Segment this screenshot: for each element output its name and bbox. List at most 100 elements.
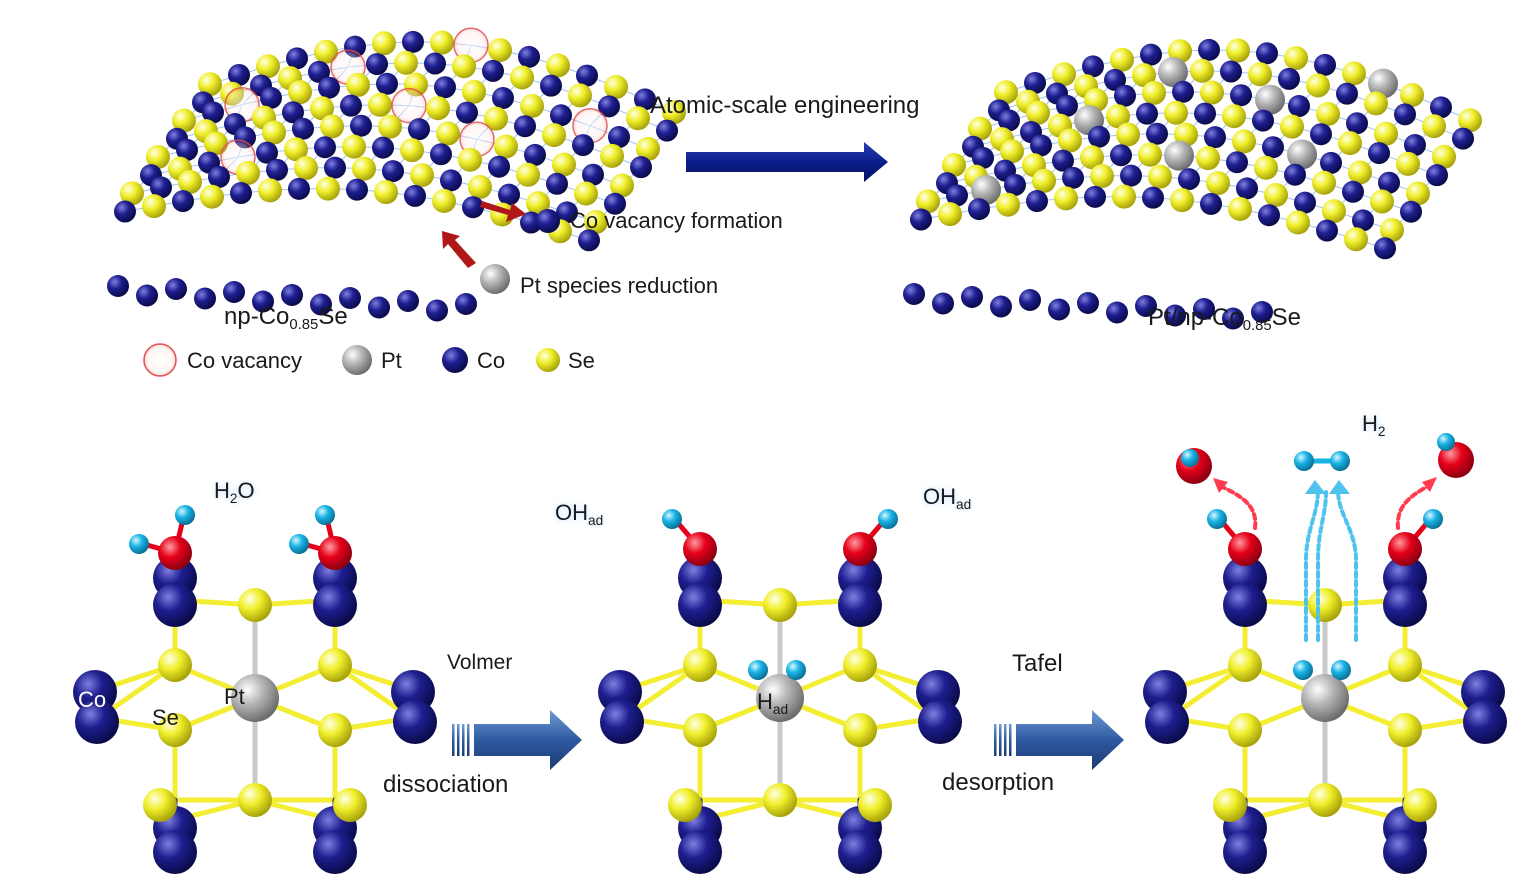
co-atom: [223, 281, 245, 303]
co-atom: [114, 201, 136, 223]
se-atom: [1348, 160, 1372, 184]
se-atom: [1213, 788, 1247, 822]
co-atom: [1258, 204, 1280, 226]
atom-label-pt: Pt: [224, 686, 245, 708]
h-atom: [1294, 451, 1314, 471]
se-atom: [1312, 171, 1336, 195]
right-material-label: Pt/np-Co0.85Se: [1148, 306, 1301, 334]
se-atom: [1286, 210, 1310, 234]
structure-panel: [1143, 433, 1507, 874]
co-atom: [1383, 583, 1427, 627]
legend-pt: Pt: [381, 350, 402, 372]
h-atom: [748, 660, 768, 680]
se-atom: [1388, 648, 1422, 682]
se-atom: [436, 121, 460, 145]
co-atom: [540, 75, 562, 97]
se-atom: [683, 713, 717, 747]
co-atom: [402, 31, 424, 53]
pt-atom: [1164, 141, 1194, 171]
co-atom: [292, 118, 314, 140]
co-atom: [313, 583, 357, 627]
se-atom: [1116, 122, 1140, 146]
se-atom: [142, 194, 166, 218]
se-atom: [552, 152, 576, 176]
co-atom: [1223, 830, 1267, 874]
se-atom: [1226, 39, 1250, 63]
right-material-prefix: Pt/np-Co: [1148, 304, 1243, 331]
se-atom: [1280, 115, 1304, 139]
co-atom: [1084, 186, 1106, 208]
co-atom: [1136, 103, 1158, 125]
co-atom: [630, 156, 652, 178]
co-atom: [153, 583, 197, 627]
h-atom: [129, 534, 149, 554]
h-atom: [289, 534, 309, 554]
step2-label-desorption: desorption: [942, 771, 1054, 795]
co-atom: [1368, 142, 1390, 164]
h-atom: [315, 505, 335, 525]
co-atom: [1194, 103, 1216, 125]
pt-np-co-se-lattice: [903, 39, 1482, 330]
had-main: H: [757, 689, 773, 714]
se-atom: [494, 134, 518, 158]
co-atom: [918, 700, 962, 744]
se-atom: [1032, 169, 1056, 193]
se-atom: [1322, 199, 1346, 223]
se-atom: [346, 73, 370, 97]
se-atom: [368, 93, 392, 117]
se-atom: [1248, 62, 1272, 86]
o-atom: [1388, 532, 1422, 566]
oh-left-sub: ad: [588, 513, 603, 528]
co-atom: [1310, 123, 1332, 145]
co-atom: [382, 160, 404, 182]
co-atom: [1146, 123, 1168, 145]
volmer-step-arrow: [452, 710, 582, 770]
h2-label: H2: [1362, 413, 1385, 438]
engineering-arrow: [686, 142, 888, 182]
co-atom: [230, 182, 252, 204]
se-atom: [1342, 61, 1366, 85]
se-atom: [238, 783, 272, 817]
se-atom: [333, 788, 367, 822]
left-material-sub: 0.85: [289, 317, 318, 333]
co-atom: [1294, 192, 1316, 214]
se-atom: [1054, 186, 1078, 210]
se-atom: [262, 120, 286, 144]
co-atom: [656, 120, 678, 142]
se-atom: [1142, 81, 1166, 105]
oh-ad-label-left: OHad: [555, 502, 603, 527]
co-atom: [1316, 220, 1338, 242]
se-atom: [488, 38, 512, 62]
co-atom: [1142, 187, 1164, 209]
se-atom: [1338, 131, 1362, 155]
pt-atom: [480, 264, 510, 294]
co-atom: [1374, 237, 1396, 259]
co-atom: [346, 179, 368, 201]
co-atom: [462, 196, 484, 218]
co-atom: [340, 95, 362, 117]
se-atom: [400, 138, 424, 162]
left-material-prefix: np-Co: [224, 303, 289, 330]
se-atom: [763, 588, 797, 622]
co-atom: [1463, 700, 1507, 744]
se-atom: [1228, 197, 1252, 221]
h2-main: H: [1362, 411, 1378, 436]
co-atom: [546, 173, 568, 195]
se-atom: [1308, 783, 1342, 817]
se-atom: [458, 148, 482, 172]
co-atom: [838, 830, 882, 874]
h-atom: [175, 505, 195, 525]
co-atom: [1262, 136, 1284, 158]
se-atom: [288, 80, 312, 104]
co-atom: [1077, 292, 1099, 314]
se-atom: [1396, 152, 1420, 176]
co-atom: [1394, 103, 1416, 125]
se-atom: [1110, 48, 1134, 72]
arrow-stripe: [999, 724, 1002, 756]
step1-label-volmer: Volmer: [447, 652, 512, 673]
co-atom: [208, 166, 230, 188]
se-atom: [1308, 588, 1342, 622]
co-atom: [1336, 83, 1358, 105]
se-atom: [462, 80, 486, 104]
co-atom: [1110, 144, 1132, 166]
